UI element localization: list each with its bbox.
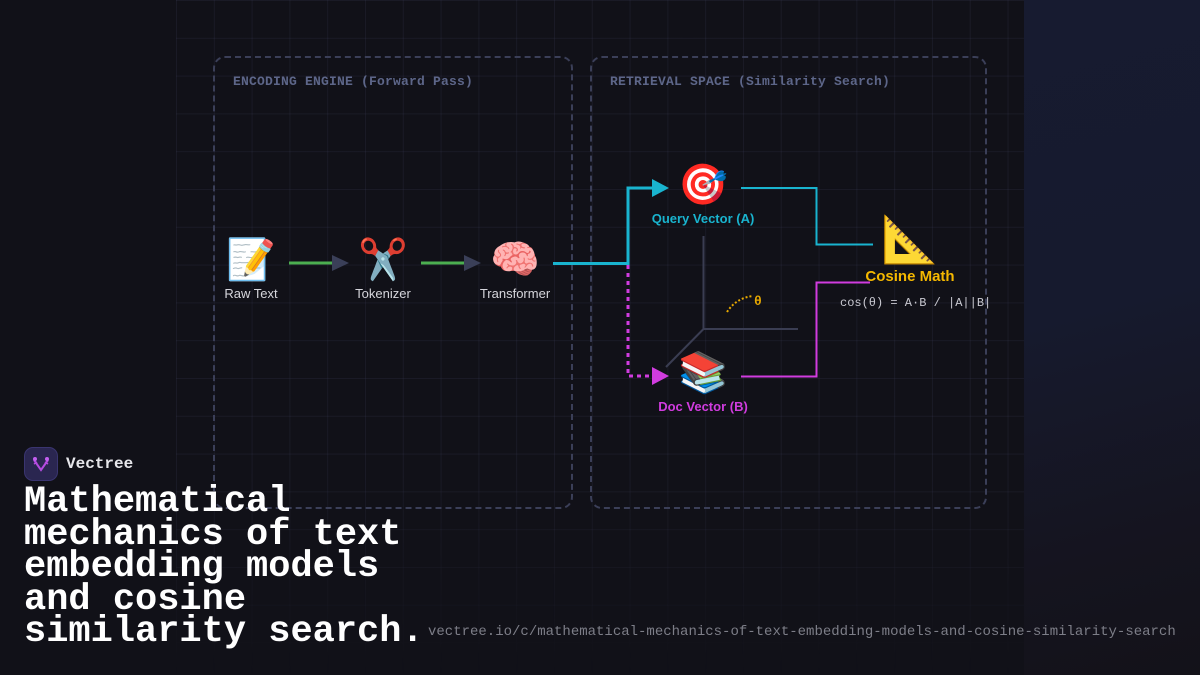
books-icon: 📚 — [678, 351, 728, 395]
query-to-cosine-wire — [741, 187, 873, 246]
doc-to-cosine-wire — [741, 281, 870, 378]
angle-theta-label: θ — [754, 294, 762, 309]
angle-arc — [726, 295, 754, 313]
brand: Vectree — [24, 447, 133, 481]
transformer-to-doc-wire — [626, 265, 655, 378]
transformer-label: Transformer — [479, 286, 551, 301]
triangular-ruler-icon: 📐 — [881, 213, 939, 265]
node-doc-vector: 📚 Doc Vector (B) — [658, 351, 748, 414]
page-url[interactable]: vectree.io/c/mathematical-mechanics-of-t… — [428, 624, 1176, 640]
retrieval-space-title: RETRIEVAL SPACE (Similarity Search) — [610, 74, 891, 89]
background-grid — [176, 0, 1024, 675]
doc-arrowhead — [652, 367, 669, 385]
doc-vector-label: Doc Vector (B) — [658, 399, 748, 414]
cosine-formula: cos(θ) = A·B / |A||B| — [840, 296, 992, 310]
node-cosine-math: 📐 Cosine Math — [865, 214, 954, 285]
memo-icon: 📝 — [226, 238, 276, 282]
tokenizer-to-transformer-arrowhead — [464, 255, 481, 271]
node-transformer: 🧠 Transformer — [480, 238, 550, 301]
node-raw-text: 📝 Raw Text — [224, 238, 277, 301]
cosine-math-label: Cosine Math — [865, 268, 955, 285]
transformer-to-query-wire — [553, 186, 655, 265]
raw-to-tokenizer-arrowhead — [332, 255, 349, 271]
raw-text-label: Raw Text — [224, 286, 278, 301]
target-icon: 🎯 — [678, 163, 728, 207]
brand-name: Vectree — [66, 455, 134, 473]
query-vector-label: Query Vector (A) — [651, 211, 755, 226]
retrieval-space-panel — [590, 56, 987, 509]
z-axis — [665, 328, 705, 368]
node-query-vector: 🎯 Query Vector (A) — [652, 163, 755, 226]
vectree-logo-icon — [24, 447, 58, 481]
query-arrowhead — [652, 179, 669, 197]
encoding-engine-panel — [213, 56, 573, 509]
node-tokenizer: ✂️ Tokenizer — [355, 238, 411, 301]
encoding-engine-title: ENCODING ENGINE (Forward Pass) — [233, 74, 474, 89]
tokenizer-label: Tokenizer — [355, 286, 411, 301]
scissors-icon: ✂️ — [358, 238, 408, 282]
brain-icon: 🧠 — [490, 238, 540, 282]
background-gradient — [1024, 0, 1200, 675]
page-title: Mathematical mechanics of text embedding… — [24, 481, 424, 653]
